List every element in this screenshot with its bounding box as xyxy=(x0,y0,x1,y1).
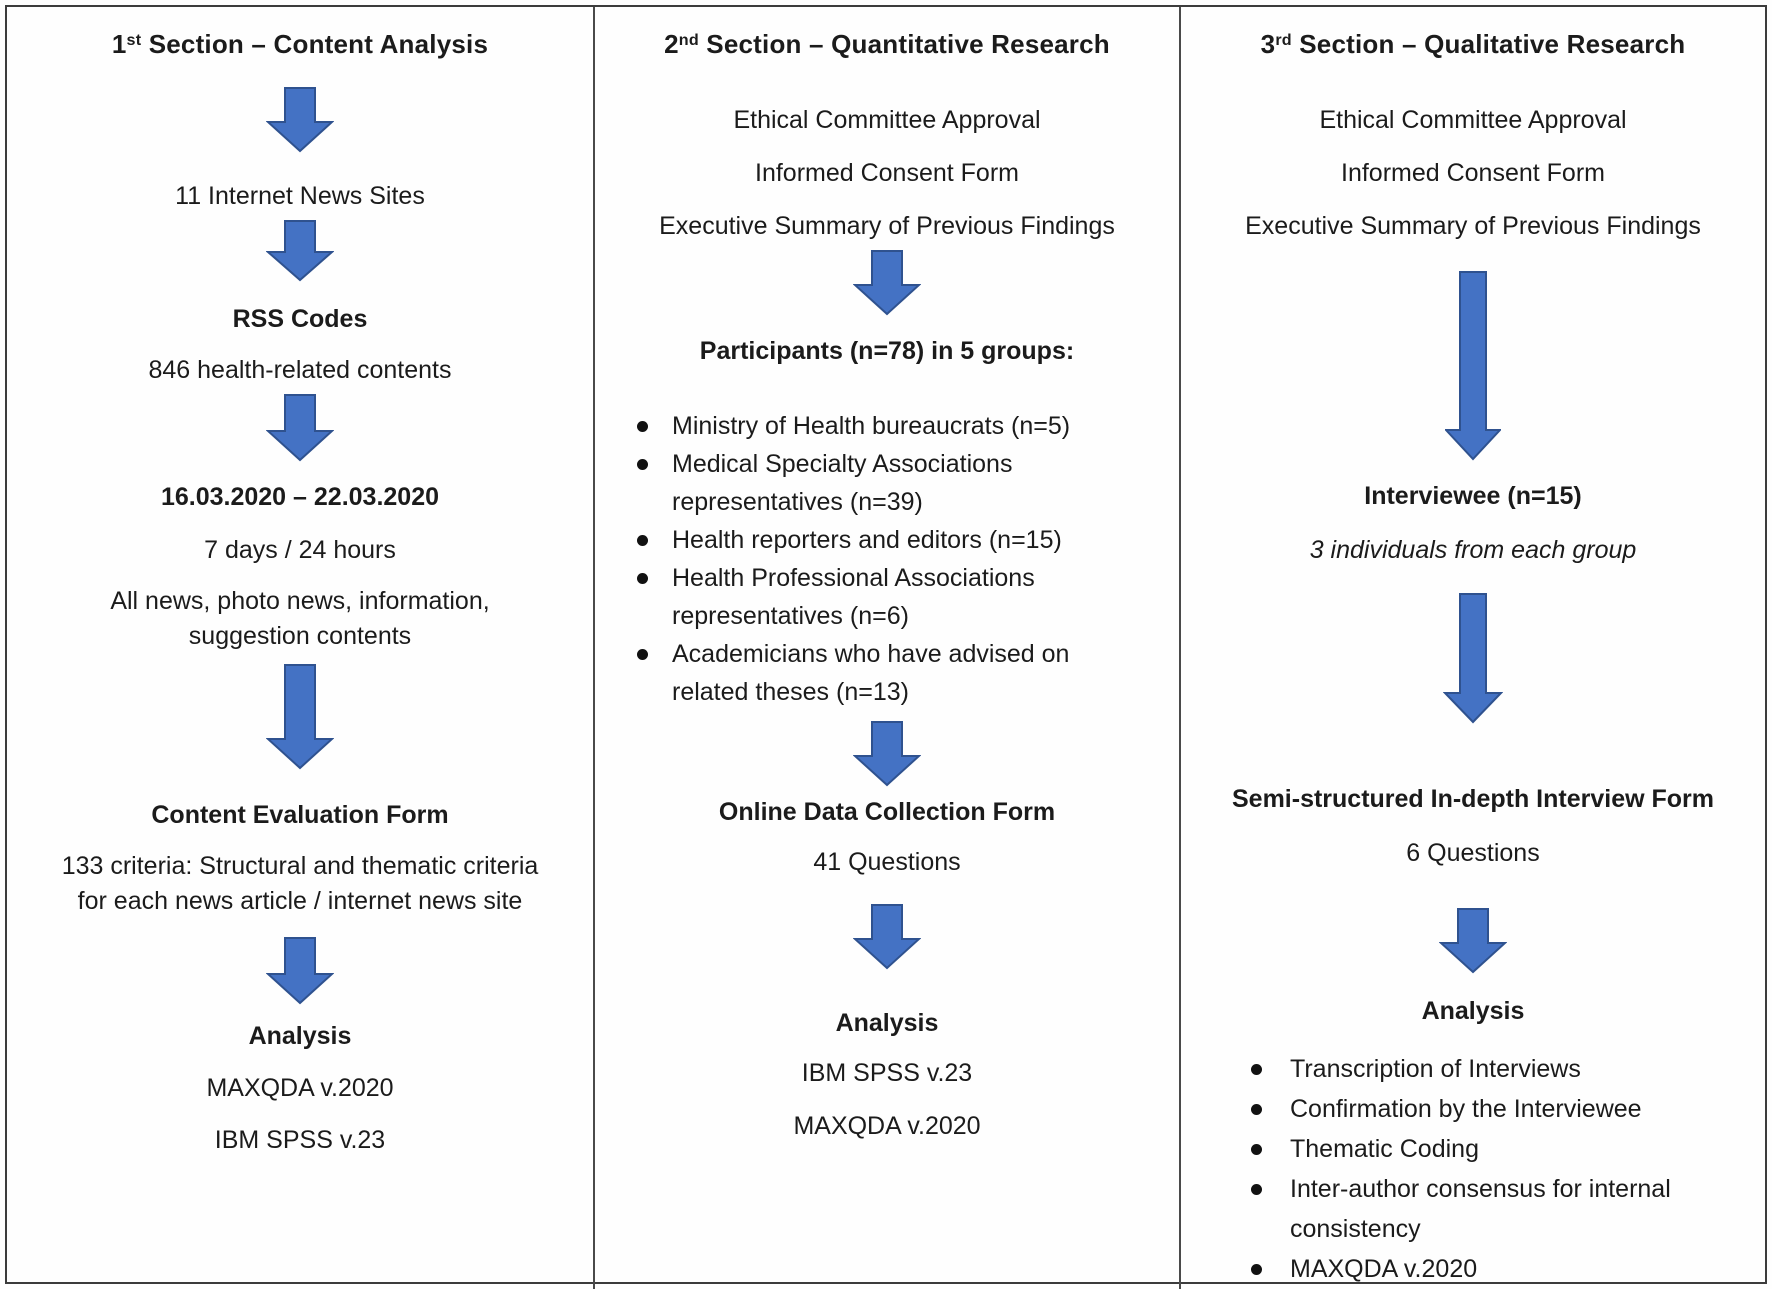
list-item: Thematic Coding xyxy=(1251,1129,1751,1169)
ethics-approval-text: Ethical Committee Approval xyxy=(1319,106,1627,134)
question-count: 6 Questions xyxy=(1406,839,1540,867)
bullet-icon xyxy=(637,421,648,432)
bullet-icon xyxy=(1251,1184,1262,1195)
section-3-number: 3 xyxy=(1260,29,1276,59)
ethics-approval-text: Ethical Committee Approval xyxy=(733,106,1041,134)
down-arrow-icon xyxy=(853,904,921,970)
down-arrow-icon xyxy=(266,394,334,462)
analysis-tool: IBM SPSS v.23 xyxy=(214,1126,386,1154)
analysis-steps-list: Transcription of Interviews Confirmation… xyxy=(1195,1049,1751,1289)
section-3-heading: 3rd Section – Qualitative Research xyxy=(1261,27,1686,65)
list-item: MAXQDA v.2020 xyxy=(1251,1249,1751,1289)
bullet-icon xyxy=(637,573,648,584)
down-arrow-icon xyxy=(266,664,334,770)
section-1-ordinal-suffix: st xyxy=(126,30,142,49)
bullet-icon xyxy=(1251,1144,1262,1155)
list-item: Ministry of Health bureaucrats (n=5) xyxy=(637,407,1165,445)
question-count: 41 Questions xyxy=(813,848,961,876)
down-arrow-icon xyxy=(1443,593,1503,724)
column-content-analysis: 1st Section – Content Analysis 11 Intern… xyxy=(7,7,593,1289)
content-evaluation-form-title: Content Evaluation Form xyxy=(151,801,449,829)
down-arrow-icon xyxy=(1445,271,1501,461)
section-2-title: Section – Quantitative Research xyxy=(698,29,1110,59)
section-1-title: Section – Content Analysis xyxy=(141,29,489,59)
section-2-heading: 2nd Section – Quantitative Research xyxy=(664,27,1110,65)
data-collection-form-title: Online Data Collection Form xyxy=(718,798,1056,826)
list-item: Medical Specialty Associations represent… xyxy=(637,445,1165,521)
news-sites-step: 11 Internet News Sites xyxy=(175,182,425,210)
section-2-number: 2 xyxy=(664,29,679,59)
analysis-title: Analysis xyxy=(1421,997,1525,1025)
rss-codes-subtext: 846 health-related contents xyxy=(148,356,452,384)
list-item: Health reporters and editors (n=15) xyxy=(637,521,1165,559)
bullet-icon xyxy=(1251,1104,1262,1115)
section-1-heading: 1st Section – Content Analysis xyxy=(112,27,488,65)
analysis-tool: MAXQDA v.2020 xyxy=(206,1074,394,1102)
criteria-subtext: 133 criteria: Structural and thematic cr… xyxy=(61,852,539,915)
bullet-icon xyxy=(1251,1264,1262,1275)
consent-form-text: Informed Consent Form xyxy=(1341,159,1605,187)
date-range-title: 16.03.2020 – 22.03.2020 xyxy=(160,483,440,511)
list-item: Health Professional Associations represe… xyxy=(637,559,1165,635)
section-2-ordinal-suffix: nd xyxy=(678,30,699,49)
down-arrow-icon xyxy=(853,721,921,787)
list-item: Transcription of Interviews xyxy=(1251,1049,1751,1089)
participants-title: Participants (n=78) in 5 groups: xyxy=(699,337,1075,365)
section-3-title: Section – Qualitative Research xyxy=(1291,29,1686,59)
analysis-tool: MAXQDA v.2020 xyxy=(793,1112,981,1140)
analysis-tool: IBM SPSS v.23 xyxy=(801,1059,973,1087)
column-quantitative-research: 2nd Section – Quantitative Research Ethi… xyxy=(593,7,1179,1289)
bullet-icon xyxy=(1251,1064,1262,1075)
section-3-ordinal-suffix: rd xyxy=(1275,30,1292,49)
down-arrow-icon xyxy=(266,87,334,153)
section-1-number: 1 xyxy=(111,29,127,59)
down-arrow-icon xyxy=(266,937,334,1005)
executive-summary-text: Executive Summary of Previous Findings xyxy=(659,212,1115,240)
bullet-icon xyxy=(637,535,648,546)
column-qualitative-research: 3rd Section – Qualitative Research Ethic… xyxy=(1179,7,1765,1289)
analysis-title: Analysis xyxy=(835,1009,939,1037)
content-types-subtext: All news, photo news, information, sugge… xyxy=(110,587,490,650)
list-item: Confirmation by the Interviewee xyxy=(1251,1089,1751,1129)
bullet-icon xyxy=(637,649,648,660)
participant-groups-list: Ministry of Health bureaucrats (n=5) Med… xyxy=(609,407,1165,711)
analysis-title: Analysis xyxy=(248,1022,352,1050)
flowchart-frame: 1st Section – Content Analysis 11 Intern… xyxy=(5,5,1767,1289)
interview-form-title: Semi-structured In-depth Interview Form xyxy=(1231,785,1714,813)
rss-codes-title: RSS Codes xyxy=(232,305,368,333)
consent-form-text: Informed Consent Form xyxy=(755,159,1019,187)
interviewee-subtext: 3 individuals from each group xyxy=(1309,536,1637,564)
duration-subtext: 7 days / 24 hours xyxy=(204,536,396,564)
down-arrow-icon xyxy=(266,220,334,282)
down-arrow-icon xyxy=(853,250,921,316)
bullet-icon xyxy=(637,459,648,470)
executive-summary-text: Executive Summary of Previous Findings xyxy=(1245,212,1701,240)
interviewee-title: Interviewee (n=15) xyxy=(1364,482,1582,510)
list-item: Academicians who have advised on related… xyxy=(637,635,1165,711)
down-arrow-icon xyxy=(1439,908,1507,974)
list-item: Inter-author consensus for internal cons… xyxy=(1251,1169,1751,1249)
